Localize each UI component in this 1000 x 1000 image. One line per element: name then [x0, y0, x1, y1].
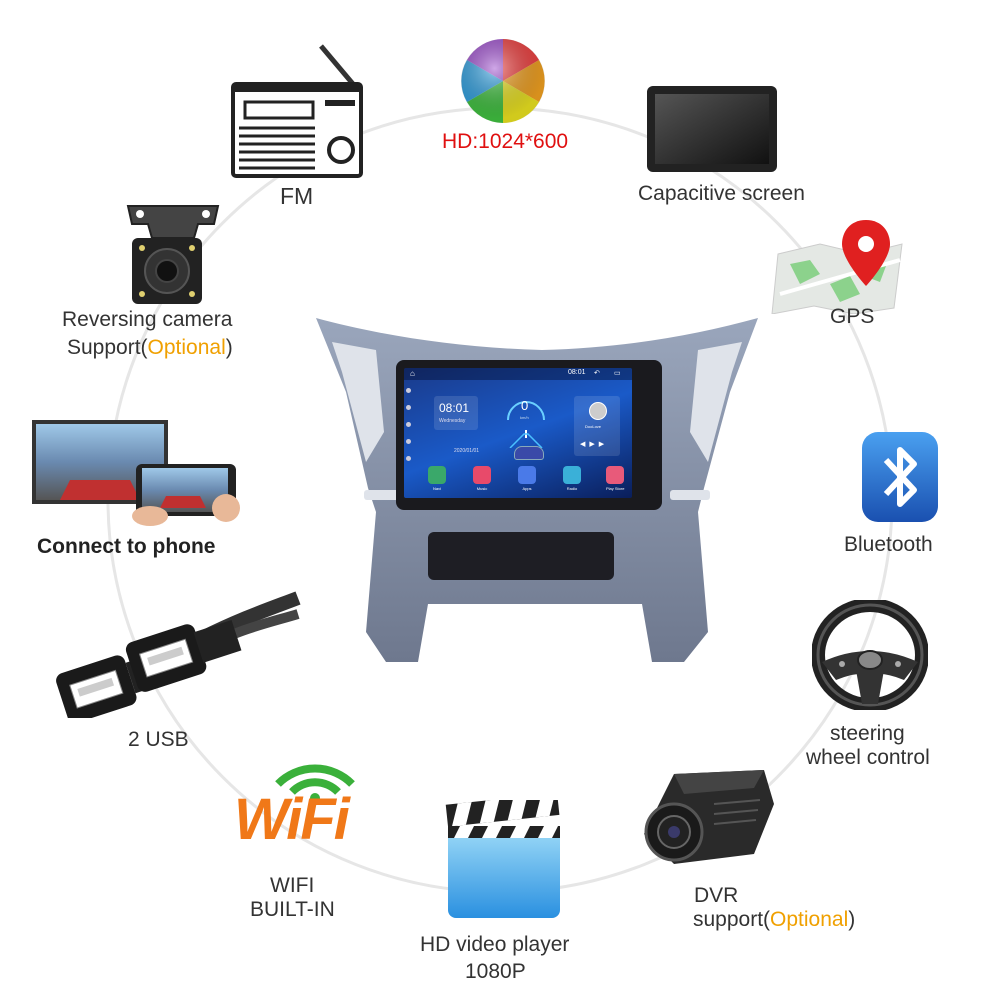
window-icon[interactable]: ▭ [614, 370, 621, 377]
usb-label: 2 USB [128, 728, 189, 751]
music-title: DooLove [585, 424, 602, 429]
optional-tag: Optional [147, 336, 226, 359]
video-label-line2: 1080P [465, 960, 526, 983]
side-buttons [406, 388, 412, 484]
home-button[interactable] [406, 405, 411, 410]
app-radio[interactable]: Radio [563, 466, 581, 491]
clock-widget[interactable]: 08:01 Wednesday [434, 396, 478, 430]
status-time: 08:01 [568, 369, 586, 376]
volume-down-button[interactable] [406, 456, 411, 461]
head-unit-screen[interactable]: ⌂ 08:01 ↶ ▭ 08:01 Wednesday 2020/01/01 0… [404, 368, 632, 498]
usb-cable-icon [52, 578, 302, 718]
wifi-signal-icon [270, 752, 360, 802]
speedometer: 0 km/h [504, 394, 548, 448]
car-icon [514, 446, 544, 460]
gps-map-icon [770, 214, 910, 314]
hd-label: HD:1024*600 [442, 130, 569, 153]
app-play-store[interactable]: Play Store [606, 466, 624, 491]
bluetooth-label: Bluetooth [844, 533, 933, 556]
back-button[interactable] [406, 422, 411, 427]
capacitive-label: Capacitive screen [638, 182, 805, 205]
reversing-label-line2: Support(Optional) [67, 336, 233, 359]
optional-tag: Optional [770, 908, 849, 931]
dvr-label-line2: support(Optional) [693, 908, 856, 931]
wifi-logo: WiFi [234, 787, 350, 852]
volume-up-button[interactable] [406, 439, 411, 444]
radio-icon [225, 40, 370, 180]
music-controls[interactable]: ◀▶▶ [580, 441, 609, 448]
steering-wheel-icon [812, 600, 928, 710]
reversing-camera-icon [118, 198, 228, 308]
clock-time: 08:01 [439, 401, 470, 415]
tablet-icon [645, 84, 781, 176]
app-music[interactable]: Music [473, 466, 491, 491]
clapperboard-icon [444, 800, 564, 922]
gps-label: GPS [830, 305, 875, 328]
power-button[interactable] [406, 388, 411, 393]
wifi-label-line1: WIFI [270, 874, 315, 897]
back-icon[interactable]: ↶ [594, 370, 600, 377]
album-art [589, 402, 607, 420]
app-dock: Navi Music Apps Radio Play Store [428, 466, 628, 496]
bluetooth-icon [860, 430, 940, 524]
app-apps[interactable]: Apps [518, 466, 536, 491]
wifi-label-line2: BUILT-IN [250, 898, 335, 921]
steering-label-line2: wheel control [806, 746, 930, 769]
dvr-camera-icon [634, 764, 780, 874]
music-widget[interactable]: DooLove ◀▶▶ [574, 396, 620, 456]
phone-label: Connect to phone [37, 535, 216, 558]
clock-day: Wednesday [439, 418, 466, 424]
status-bar: ⌂ 08:01 ↶ ▭ [404, 368, 632, 380]
color-ball-icon [458, 36, 548, 126]
home-icon[interactable]: ⌂ [410, 369, 415, 378]
video-label-line1: HD video player [420, 933, 570, 956]
fm-label: FM [280, 183, 314, 209]
steering-label-line1: steering [830, 722, 905, 745]
date-text: 2020/01/01 [454, 448, 480, 454]
app-navi[interactable]: Navi [428, 466, 446, 491]
dvr-label-line1: DVR [694, 884, 739, 907]
speed-unit: km/h [520, 415, 529, 420]
speed-value: 0 [521, 398, 529, 413]
phone-mirror-icon [30, 420, 240, 526]
reversing-label-line1: Reversing camera [62, 308, 233, 331]
